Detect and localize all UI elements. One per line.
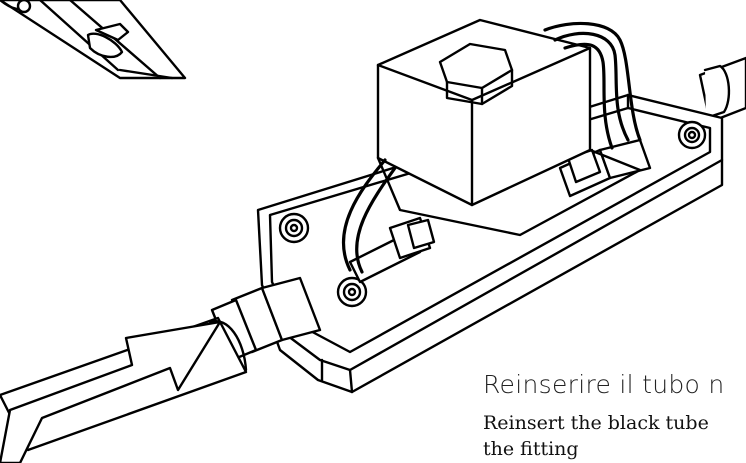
screw-post-front-bottom (336, 276, 368, 308)
hose-clamp-icon (86, 22, 130, 59)
solenoid-valve-icon (376, 18, 642, 237)
caption-english: Reinsert the black tube the fitting (483, 410, 746, 462)
caption-english-line-2: the fitting (483, 438, 579, 460)
valve-wires (341, 21, 642, 274)
insert-direction-arrow-icon (0, 320, 222, 463)
clamp-detail-inset (0, 0, 187, 80)
caption-italian: Reinserire il tubo n (483, 370, 725, 399)
screw-post-right (677, 120, 707, 150)
inlet-fitting (210, 276, 322, 362)
screw-posts (278, 120, 707, 308)
outlet-tube (698, 56, 746, 124)
caption-english-line-1: Reinsert the black tube (483, 412, 709, 434)
valve-nut (438, 42, 514, 106)
screw-post-front-left (278, 212, 310, 244)
